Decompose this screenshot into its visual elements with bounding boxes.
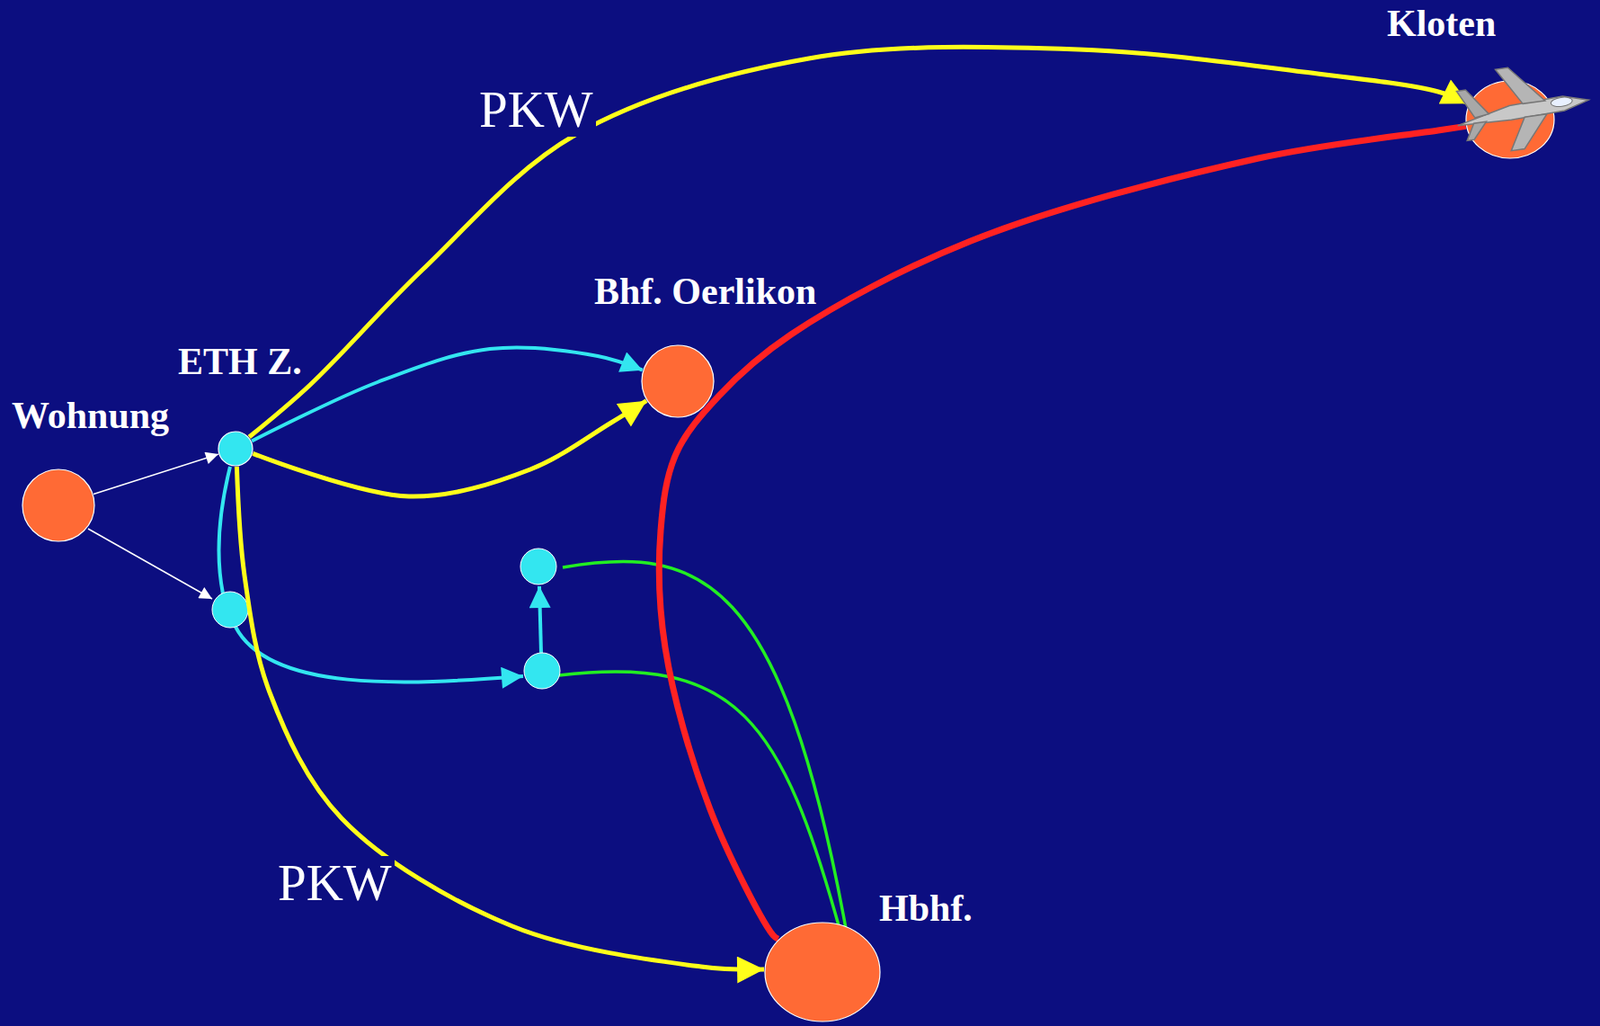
node-shape — [1465, 80, 1556, 160]
node-circle — [218, 431, 253, 466]
node-circle — [22, 469, 95, 542]
walk-line — [88, 528, 213, 599]
route-connector — [251, 347, 643, 442]
jet-canopy — [1550, 96, 1574, 108]
airport-node: Kloten — [1465, 80, 1556, 160]
jet-figure — [1450, 57, 1594, 159]
node-shape — [640, 344, 715, 418]
node-shape — [21, 468, 96, 543]
train-line — [562, 560, 847, 934]
station-node: Hbhf. — [764, 921, 881, 1023]
node-shape — [764, 921, 881, 1023]
jet-wing — [1495, 62, 1546, 107]
node-circle — [764, 922, 880, 1022]
route-connector — [658, 125, 1466, 939]
mode-label: PKW — [476, 82, 596, 137]
place-label: Hbhf. — [877, 888, 975, 928]
place-label: ETH Z. — [176, 341, 304, 382]
home-node: Wohnung — [21, 468, 96, 543]
tram-line — [539, 586, 542, 653]
stop-dot — [520, 548, 557, 585]
jet-tail — [1465, 121, 1489, 141]
station-node: Bhf. Oerlikon — [640, 344, 715, 418]
place-label: Kloten — [1385, 3, 1498, 44]
train-line — [559, 671, 842, 935]
jet-wing — [1506, 114, 1551, 152]
place-label: Wohnung — [9, 395, 171, 436]
place-label: Bhf. Oerlikon — [592, 271, 818, 312]
tram-line — [219, 466, 232, 594]
route-connector — [236, 466, 765, 969]
jet-fuselage — [1456, 92, 1591, 127]
route-connector — [248, 46, 1469, 437]
node-shape — [217, 430, 254, 467]
tram-line — [235, 626, 524, 682]
stop-dot — [524, 652, 560, 689]
route-connector — [93, 453, 219, 494]
stop-dot — [212, 591, 249, 628]
mode-label: PKW — [275, 855, 395, 910]
node-circle — [1466, 80, 1555, 159]
route-connector — [252, 400, 647, 497]
node-circle — [641, 345, 714, 418]
jet-tail — [1456, 87, 1489, 120]
stop-node: ETH Z. — [217, 430, 254, 467]
